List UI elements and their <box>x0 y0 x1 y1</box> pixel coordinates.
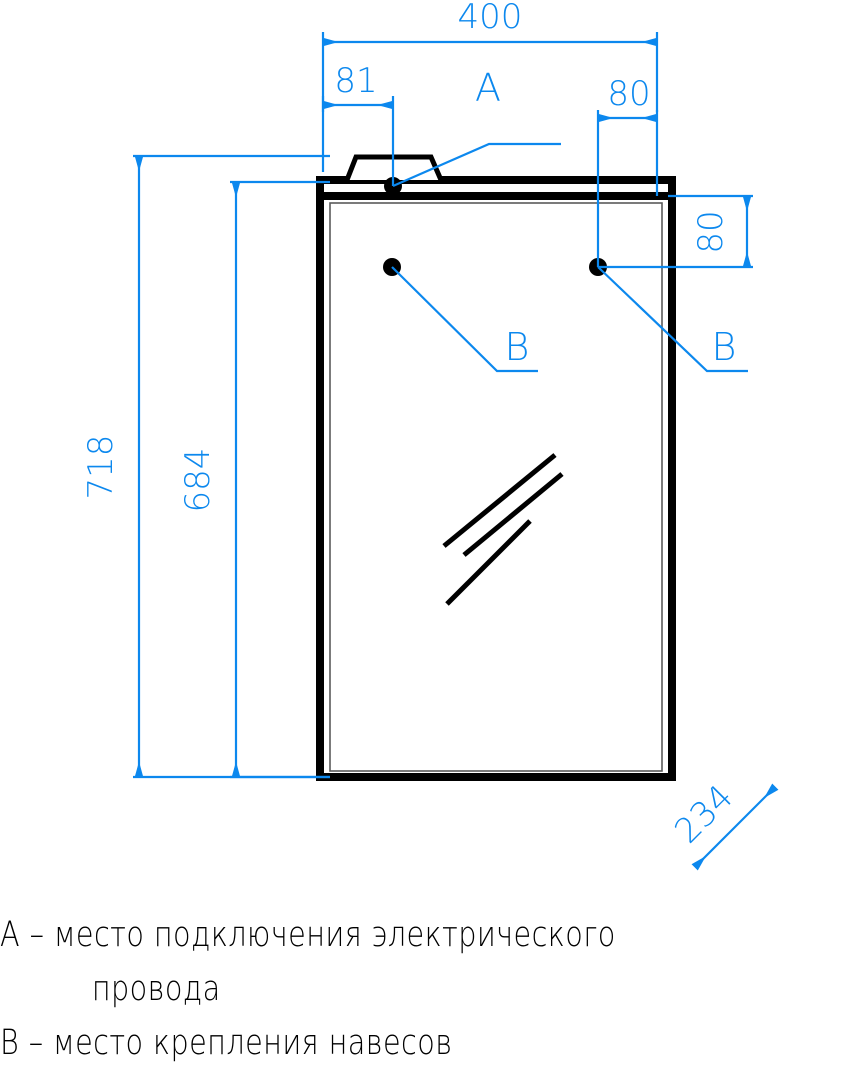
leader-line-b-left <box>391 266 538 373</box>
legend-line-1: A – место подключения электрического <box>0 915 616 955</box>
dim-label-234: 234 <box>667 777 741 851</box>
dim-label-81: 81 <box>334 61 377 101</box>
leader-line-a <box>392 142 561 188</box>
ref-label-a: A <box>475 66 501 110</box>
dim-line-234-diagonal <box>691 783 779 871</box>
glare-line-3 <box>445 519 532 606</box>
legend-line-3: B – место крепления навесов <box>0 1023 453 1063</box>
ref-label-b-left: B <box>505 325 530 369</box>
dim-label-400: 400 <box>458 0 523 37</box>
dim-label-684: 684 <box>178 448 218 513</box>
cabinet-body-rect <box>316 176 676 781</box>
dim-label-80-right: 80 <box>607 74 650 114</box>
cabinet-outline <box>316 154 676 781</box>
dim-label-718: 718 <box>81 435 121 500</box>
glare-line-2 <box>462 472 564 557</box>
dim-label-80-vertical: 80 <box>691 210 731 253</box>
legend-block: A – место подключения электрического про… <box>0 908 867 1070</box>
ref-label-b-right: B <box>712 325 737 369</box>
mirror-panel-frame <box>329 202 663 772</box>
leader-line-b-right <box>597 266 748 373</box>
mirror-glare-lines <box>442 453 564 606</box>
dimension-lines <box>133 32 779 871</box>
legend-line-2: провода <box>91 969 221 1009</box>
glare-line-1 <box>442 453 557 548</box>
